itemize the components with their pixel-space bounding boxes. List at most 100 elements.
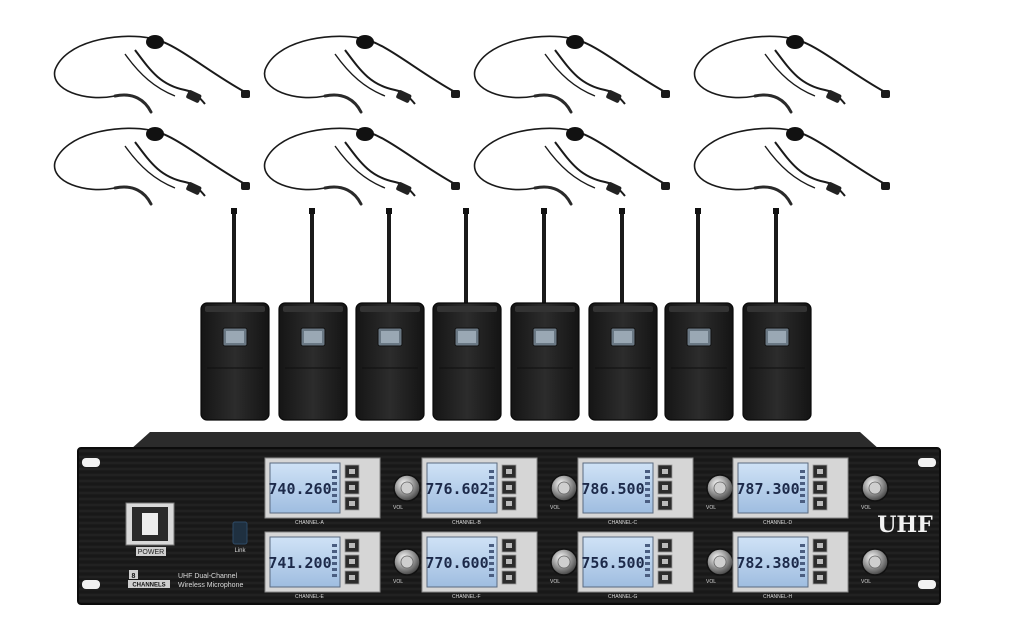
channel-label: CHANNEL-F: [452, 594, 481, 600]
channel-menu-button[interactable]: [344, 570, 360, 585]
channel-frequency: 741.200: [268, 554, 331, 572]
volume-label: VOL: [861, 579, 871, 585]
antenna: [542, 210, 546, 304]
bodypack-transmitter: [278, 208, 348, 421]
channel-lcd: [269, 462, 341, 514]
channel-menu-button[interactable]: [344, 480, 360, 495]
antenna: [620, 210, 624, 304]
channel-label: CHANNEL-B: [452, 520, 482, 526]
channel-frequency: 776.602: [425, 480, 488, 498]
channels-badge-box: [129, 570, 138, 579]
channel-lcd: [582, 462, 654, 514]
antenna: [387, 210, 391, 304]
power-switch[interactable]: [125, 502, 175, 546]
antenna: [696, 210, 700, 304]
channel-menu-button[interactable]: [344, 538, 360, 553]
channel-menu-button[interactable]: [657, 480, 673, 495]
ir-sensor: [232, 521, 248, 545]
volume-label: VOL: [550, 505, 560, 511]
channel-lcd: [269, 536, 341, 588]
channel-menu-button[interactable]: [657, 538, 673, 553]
antenna: [464, 210, 468, 304]
volume-label: VOL: [550, 579, 560, 585]
channel-menu-button[interactable]: [344, 464, 360, 479]
channel-menu-button[interactable]: [812, 480, 828, 495]
channel-menu-button[interactable]: [344, 554, 360, 569]
channel-menu-button[interactable]: [812, 464, 828, 479]
bodypack-transmitters: [200, 208, 812, 421]
channel-menu-button[interactable]: [812, 496, 828, 511]
channel-lcd: [582, 536, 654, 588]
description-line1: UHF Dual-Channel: [178, 573, 238, 580]
channel-menu-button[interactable]: [657, 554, 673, 569]
channels-badge-label: CHANNELS: [132, 583, 165, 589]
channel-menu-button[interactable]: [501, 464, 517, 479]
bodypack-transmitter: [355, 208, 425, 421]
channel-lcd: [737, 462, 809, 514]
channel-frequency: 756.500: [581, 554, 644, 572]
channel-menu-button[interactable]: [812, 538, 828, 553]
channel-lcd: [426, 536, 498, 588]
antenna: [774, 210, 778, 304]
headset-microphone: [693, 35, 890, 114]
volume-label: VOL: [393, 579, 403, 585]
volume-knob[interactable]: [550, 474, 578, 502]
channel-menu-button[interactable]: [501, 538, 517, 553]
volume-knob[interactable]: [393, 548, 421, 576]
power-label: POWER: [138, 549, 164, 556]
bodypack-transmitter: [742, 208, 812, 421]
channel-menu-button[interactable]: [657, 464, 673, 479]
volume-knob[interactable]: [861, 548, 889, 576]
channel-menu-button[interactable]: [501, 554, 517, 569]
channel-menu-button[interactable]: [501, 570, 517, 585]
bodypack-transmitter: [432, 208, 502, 421]
volume-label: VOL: [706, 505, 716, 511]
bodypack-transmitter: [588, 208, 658, 421]
channel-label: CHANNEL-H: [763, 594, 793, 600]
bodypack-transmitter: [200, 208, 270, 421]
rack-hole: [918, 580, 936, 589]
channels-badge: [128, 580, 170, 588]
brand-label: UHF: [877, 512, 933, 538]
volume-knob[interactable]: [861, 474, 889, 502]
volume-knob[interactable]: [393, 474, 421, 502]
headset-microphone: [473, 127, 670, 206]
receiver-top-edge: [130, 432, 880, 450]
rack-hole: [82, 580, 100, 589]
bodypack-transmitter: [664, 208, 734, 421]
channel-menu-button[interactable]: [501, 496, 517, 511]
channel-menu-button[interactable]: [657, 570, 673, 585]
headset-microphones: [53, 35, 890, 206]
volume-knob[interactable]: [706, 548, 734, 576]
volume-label: VOL: [861, 505, 871, 511]
channel-label: CHANNEL-C: [608, 520, 638, 526]
receiver-unit: POWER Link 8 CHANNELS UHF Dual-Channel W…: [77, 432, 941, 605]
channel-menu-button[interactable]: [812, 570, 828, 585]
channel-frequency: 770.600: [425, 554, 488, 572]
volume-label: VOL: [706, 579, 716, 585]
description-line2: Wireless Microphone: [178, 582, 243, 589]
channels-badge-number: 8: [132, 573, 136, 580]
channel-frequency: 740.260: [268, 480, 331, 498]
channel-menu-button[interactable]: [501, 480, 517, 495]
channel-frequency: 787.300: [736, 480, 799, 498]
power-label-box: [136, 547, 166, 556]
volume-knob[interactable]: [706, 474, 734, 502]
headset-microphone: [693, 127, 890, 206]
channel-menu-button[interactable]: [657, 496, 673, 511]
channel-menu-button[interactable]: [812, 554, 828, 569]
antenna: [232, 210, 236, 304]
bodypack-transmitter: [510, 208, 580, 421]
volume-knob[interactable]: [550, 548, 578, 576]
channel-menu-button[interactable]: [344, 496, 360, 511]
channel-label: CHANNEL-G: [608, 594, 638, 600]
